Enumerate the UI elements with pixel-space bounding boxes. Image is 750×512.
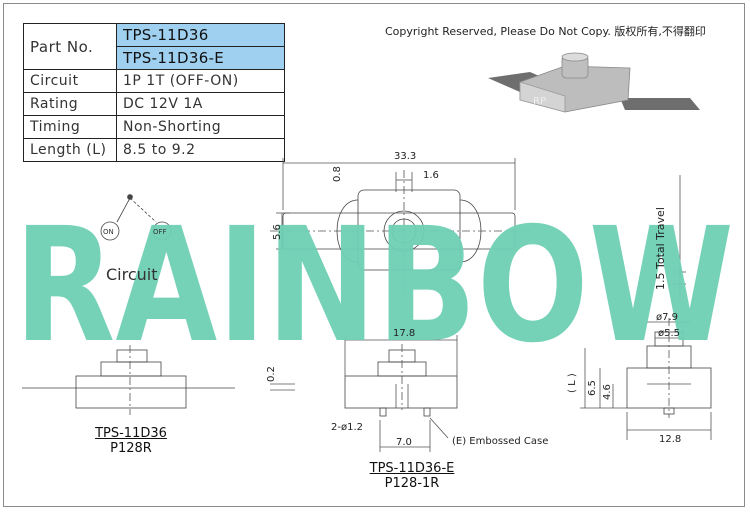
embossed-label: (E) Embossed Case <box>452 436 548 447</box>
spec-table: Part No. TPS-11D36 TPS-11D36-E Circuit 1… <box>23 23 285 162</box>
side-view-3 <box>580 318 712 440</box>
part-number-1: TPS-11D36 <box>116 23 285 47</box>
travel-dimension <box>674 175 686 300</box>
dim-33-3: 33.3 <box>394 151 416 162</box>
model-1-code: P128R <box>110 441 152 456</box>
dim-12-8: 12.8 <box>659 434 681 445</box>
on-label: ON <box>103 228 114 236</box>
travel-label: 1.5 Total Travel <box>654 207 667 290</box>
dim-7-0: 7.0 <box>396 437 412 448</box>
circuit-text: Circuit <box>106 265 158 284</box>
length-value: 8.5 to 9.2 <box>116 138 285 162</box>
dim-2-phi: 2-ø1.2 <box>331 422 363 433</box>
side-view-2 <box>270 335 458 452</box>
photo-marking: RP <box>533 96 546 107</box>
dim-1-6: 1.6 <box>423 170 439 181</box>
timing-value: Non-Shorting <box>116 115 285 139</box>
circuit-symbol <box>100 194 172 241</box>
dim-6-5: 6.5 <box>587 380 598 396</box>
dim-phi-5-5: ø5.5 <box>658 328 680 339</box>
circuit-label: Circuit <box>23 69 117 93</box>
model-2-name: TPS-11D36-E <box>369 461 455 476</box>
dim-5-6: 5.6 <box>272 224 283 240</box>
model-1-name: TPS-11D36 <box>95 426 167 441</box>
model-2-code: P128-1R <box>384 476 440 491</box>
dim-0-8: 0.8 <box>332 166 343 182</box>
page-frame <box>3 3 745 507</box>
length-label: Length (L) <box>23 138 117 162</box>
model-1: TPS-11D36 P128R <box>86 426 176 456</box>
dim-4-6: 4.6 <box>602 384 613 400</box>
dim-0-2: 0.2 <box>266 366 277 382</box>
side-view-1 <box>22 345 235 415</box>
rating-label: Rating <box>23 92 117 116</box>
rainbow-watermark: RAINBOW <box>14 194 734 378</box>
dim-phi-7-9: ø7.9 <box>656 312 678 323</box>
switch-photo <box>488 52 700 113</box>
dim-17-8: 17.8 <box>393 328 415 339</box>
off-label: OFF <box>153 228 167 236</box>
rating-value: DC 12V 1A <box>116 92 285 116</box>
model-2: TPS-11D36-E P128-1R <box>360 461 464 491</box>
top-view <box>270 158 530 290</box>
dim-L: ( L ) <box>567 373 578 393</box>
copyright-notice: Copyright Reserved, Please Do Not Copy. … <box>385 25 706 38</box>
